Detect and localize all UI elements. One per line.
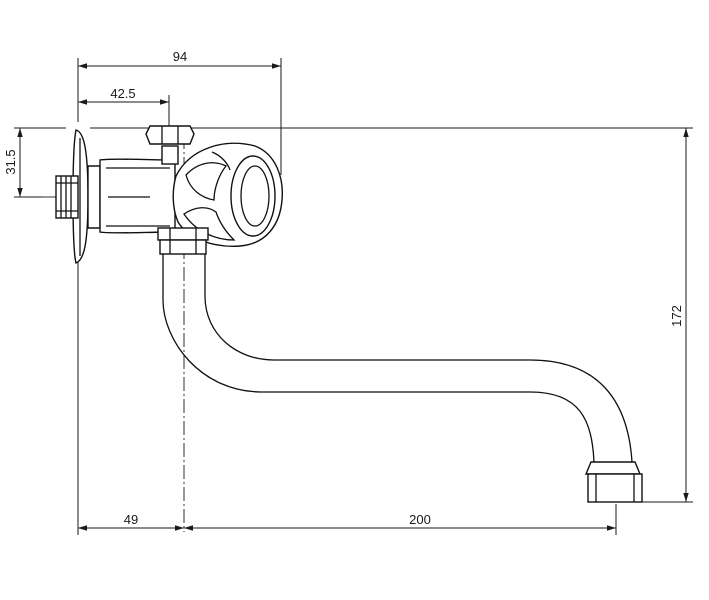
top-cap-nut [145, 125, 195, 165]
dimension-49: 49 [77, 262, 184, 535]
spout-pipe [162, 254, 633, 463]
handle-knob [172, 142, 283, 247]
dimension-172-label: 172 [669, 305, 684, 327]
dimension-200-label: 200 [409, 512, 431, 527]
dimension-200: 200 [184, 504, 617, 535]
dimension-94: 94 [77, 49, 282, 175]
dimension-42-5-label: 42.5 [110, 86, 135, 101]
dimension-94-label: 94 [173, 49, 187, 64]
dimension-31-5-label: 31.5 [3, 149, 18, 174]
threaded-inlet [55, 175, 79, 219]
spout-aerator [584, 461, 643, 503]
spout-swivel-nut [157, 227, 209, 255]
dimension-49-label: 49 [124, 512, 138, 527]
valve-body [87, 158, 176, 234]
wall-flange [72, 129, 89, 264]
dimension-42-5: 42.5 [78, 86, 170, 128]
